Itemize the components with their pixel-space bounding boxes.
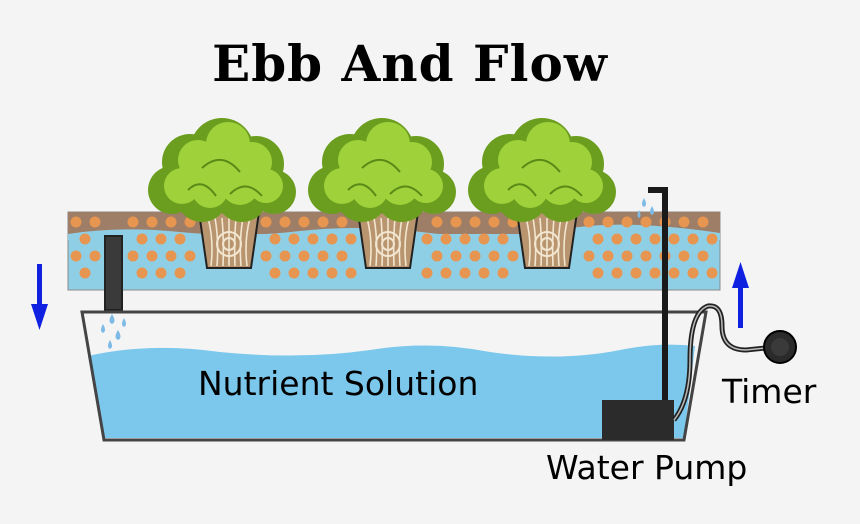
water-droplet-icon [101, 314, 126, 349]
net-pot [356, 211, 420, 269]
water-droplet-icon [637, 198, 654, 218]
fill-arrow-up-icon [732, 262, 749, 328]
timer-label: Timer [722, 372, 817, 411]
lettuce-plants [148, 118, 616, 222]
drain-pipe [101, 235, 126, 349]
diagram-title: Ebb And Flow [212, 34, 608, 93]
water-pump [602, 400, 674, 440]
timer-cord [671, 303, 767, 422]
drain-arrow-down-icon [31, 264, 48, 330]
fill-pipe [637, 187, 668, 402]
nutrient-solution-label: Nutrient Solution [198, 364, 479, 403]
reservoir [80, 310, 708, 442]
lettuce-plant-icon [148, 118, 296, 222]
clay-pebbles [70, 216, 718, 279]
water-pump-label: Water Pump [546, 448, 748, 487]
timer-plug-icon [763, 330, 797, 364]
lettuce-plant-icon [468, 118, 616, 222]
lettuce-plant-icon [308, 118, 456, 222]
